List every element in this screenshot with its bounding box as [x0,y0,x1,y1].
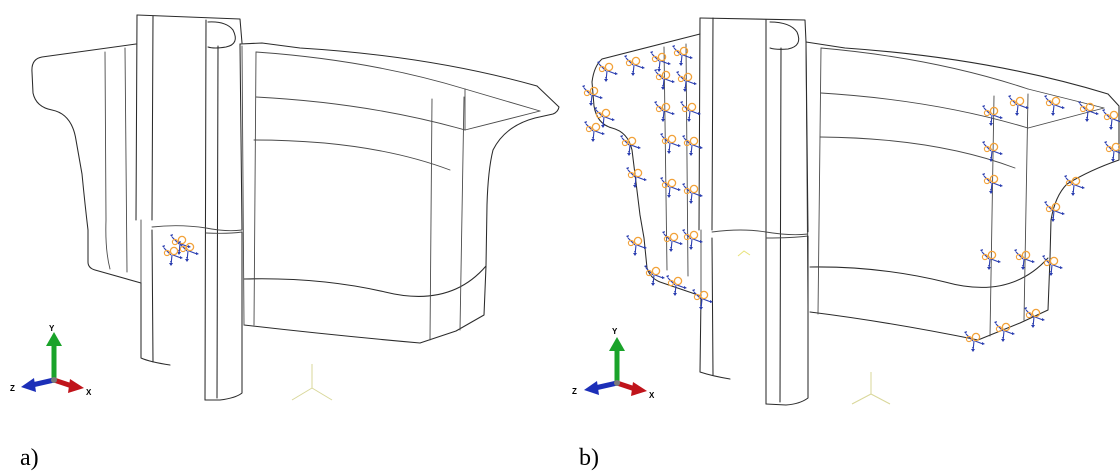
y-arrow-icon [46,332,62,346]
bc-marker [1063,174,1086,197]
bc-marker [671,44,694,67]
x-arrow-icon [631,382,647,396]
triad-z-label: Z [572,387,577,396]
subfigure-label-b: b) [579,445,599,471]
bc-marker [1023,306,1046,329]
bc-marker [1007,94,1030,117]
bc-marker [993,320,1016,343]
bc-marker [1043,94,1066,117]
z-arrow-icon [584,381,599,395]
y-arrow-icon [609,337,625,351]
datum-marker-b [737,250,751,257]
triad-y-label: Y [49,324,55,333]
bc-marker [659,132,682,155]
bc-markers-a [161,233,200,267]
datum-csys-a [291,364,333,401]
bc-marker [1041,254,1064,277]
triad-x-label: X [649,391,655,400]
bc-marker [981,140,1004,163]
bc-marker [659,176,682,199]
bc-marker [679,100,702,123]
bc-marker [619,134,642,157]
shaft-cylinder-b [698,17,809,406]
subfigure-label-a: a) [20,445,39,471]
bc-marker [581,84,604,107]
model-panel-b: Y Z X [572,17,1120,406]
axis-triad-a: Y Z X [10,324,92,397]
model-panel-a: Y Z X [10,14,560,401]
shaft-cylinder-a [135,14,243,401]
datum-csys-b [851,372,891,405]
bc-marker [623,54,646,77]
bc-marker [681,182,704,205]
triad-z-label: Z [10,384,15,393]
triad-y-label: Y [612,327,618,336]
bc-marker [649,50,672,73]
triad-x-label: X [86,388,92,397]
bc-marker [661,230,684,253]
bc-marker [583,120,606,143]
gear-body-a [31,42,560,344]
bc-marker [691,288,714,311]
bc-marker [1077,100,1100,123]
bc-markers-b [581,44,1120,353]
bc-marker [665,274,688,297]
bc-marker [681,228,704,251]
bc-marker [979,248,1002,271]
bc-marker [1103,140,1120,163]
axis-triad-b: Y Z X [572,327,655,400]
bc-marker [653,100,676,123]
bc-marker [596,60,619,83]
z-arrow-icon [21,378,36,392]
bc-marker [963,330,986,353]
bc-marker [981,104,1004,127]
bc-marker [1043,200,1066,223]
x-arrow-icon [68,379,84,393]
bc-marker [1101,108,1120,131]
